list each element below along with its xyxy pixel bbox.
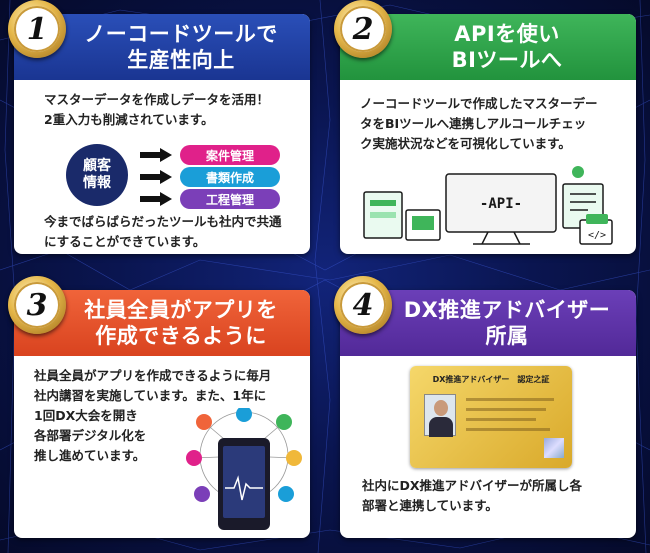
card-1-number: 1	[14, 6, 60, 52]
card-1-text-top: マスターデータを作成しデータを活用！ 2重入力も削減されています。	[44, 90, 269, 130]
card-2-number-badge: 2	[334, 0, 392, 58]
card-3-text-line1: 社員全員がアプリを作成できるように毎月	[34, 368, 272, 383]
card-2-title-line1: APIを使い	[454, 22, 560, 46]
code-icon: </>	[588, 230, 606, 241]
card-1-number-badge: 1	[8, 0, 66, 58]
customer-line2: 情報	[83, 175, 111, 191]
arrow-right-icon	[140, 170, 172, 184]
dx-certificate-card: DX推進アドバイザー 認定之証	[410, 366, 572, 468]
card-1-header: ノーコードツールで 生産性向上	[14, 14, 310, 80]
card-4-title-line1: DX推進アドバイザー	[403, 298, 611, 322]
card-3-text-line5: 推し進めています。	[34, 448, 146, 463]
card-4-text-line1: 社内にDX推進アドバイザーが所属し各	[362, 478, 583, 493]
card-1-text-line1: マスターデータを作成しデータを活用！	[44, 92, 270, 107]
card-4-number: 4	[340, 282, 386, 328]
card-3: 社員全員がアプリを 作成できるように 3 社員全員がアプリを作成できるように毎月…	[8, 276, 310, 538]
card-4-title-line2: 所属	[485, 324, 529, 348]
arrow-right-icon	[140, 148, 172, 162]
card-3-text-line3: 1回DX大会を開き	[34, 408, 138, 423]
card-2-title-line2: BIツールへ	[451, 48, 563, 72]
smartphone-app-illustration	[186, 408, 302, 530]
card-3-title-line2: 作成できるように	[95, 324, 267, 348]
card-2-text-line2: タをBIツールへ連携しアルコールチェッ	[360, 116, 587, 131]
card-4-text-line2: 部署と連携しています。	[362, 498, 498, 513]
card-2-text-line3: ク実施状況などを可視化しています。	[360, 136, 571, 151]
card-2-text-line1: ノーコードツールで作成したマスターデー	[360, 96, 598, 111]
card-1-text-line2: 2重入力も削減されています。	[44, 112, 214, 127]
card-1-title-line2: 生産性向上	[127, 48, 235, 72]
card-1-text-line4: にすることができています。	[44, 234, 206, 249]
api-illustration: </> -API-	[363, 166, 613, 245]
tag-document-creation: 書類作成	[180, 167, 280, 187]
card-3-number-badge: 3	[8, 276, 66, 334]
certificate-title: DX推進アドバイザー 認定之証	[432, 375, 550, 384]
card-2: APIを使い BIツールへ 2 ノーコードツールで作成したマスターデー タをBI…	[334, 0, 636, 254]
card-3-text-line2: 社内講習を実施しています。また、1年に	[34, 388, 267, 403]
api-label: -API-	[480, 196, 522, 212]
card-4-text: 社内にDX推進アドバイザーが所属し各 部署と連携しています。	[362, 476, 582, 516]
customer-line1: 顧客	[83, 158, 111, 174]
card-1: ノーコードツールで 生産性向上 1 マスターデータを作成しデータを活用！ 2重入…	[8, 0, 310, 254]
card-1-text-line3: 今までばらばらだったツールも社内で共通	[44, 214, 282, 229]
hologram-seal-icon	[544, 438, 564, 458]
card-2-text: ノーコードツールで作成したマスターデー タをBIツールへ連携しアルコールチェッ …	[360, 94, 598, 154]
card-1-title-line1: ノーコードツールで	[84, 22, 278, 46]
card-4-number-badge: 4	[334, 276, 392, 334]
card-4-header: DX推進アドバイザー 所属	[340, 290, 636, 356]
tag-process-management: 工程管理	[180, 189, 280, 209]
photo-avatar	[424, 394, 456, 437]
card-3-number: 3	[14, 282, 60, 328]
card-1-text-bottom: 今までばらばらだったツールも社内で共通 にすることができています。	[44, 212, 282, 252]
card-2-number: 2	[340, 6, 386, 52]
card-3-text-line4: 各部署デジタル化を	[34, 428, 147, 443]
card-2-header: APIを使い BIツールへ	[340, 14, 636, 80]
customer-info-circle: 顧客情報	[66, 144, 128, 206]
card-3-title-line1: 社員全員がアプリを	[84, 298, 278, 322]
card-3-text: 社員全員がアプリを作成できるように毎月 社内講習を実施しています。また、1年に …	[34, 366, 271, 466]
tag-project-management: 案件管理	[180, 145, 280, 165]
arrow-right-icon	[140, 192, 172, 206]
card-4: DX推進アドバイザー 所属 4 DX推進アドバイザー 認定之証 社内にDX推進ア…	[334, 276, 636, 538]
